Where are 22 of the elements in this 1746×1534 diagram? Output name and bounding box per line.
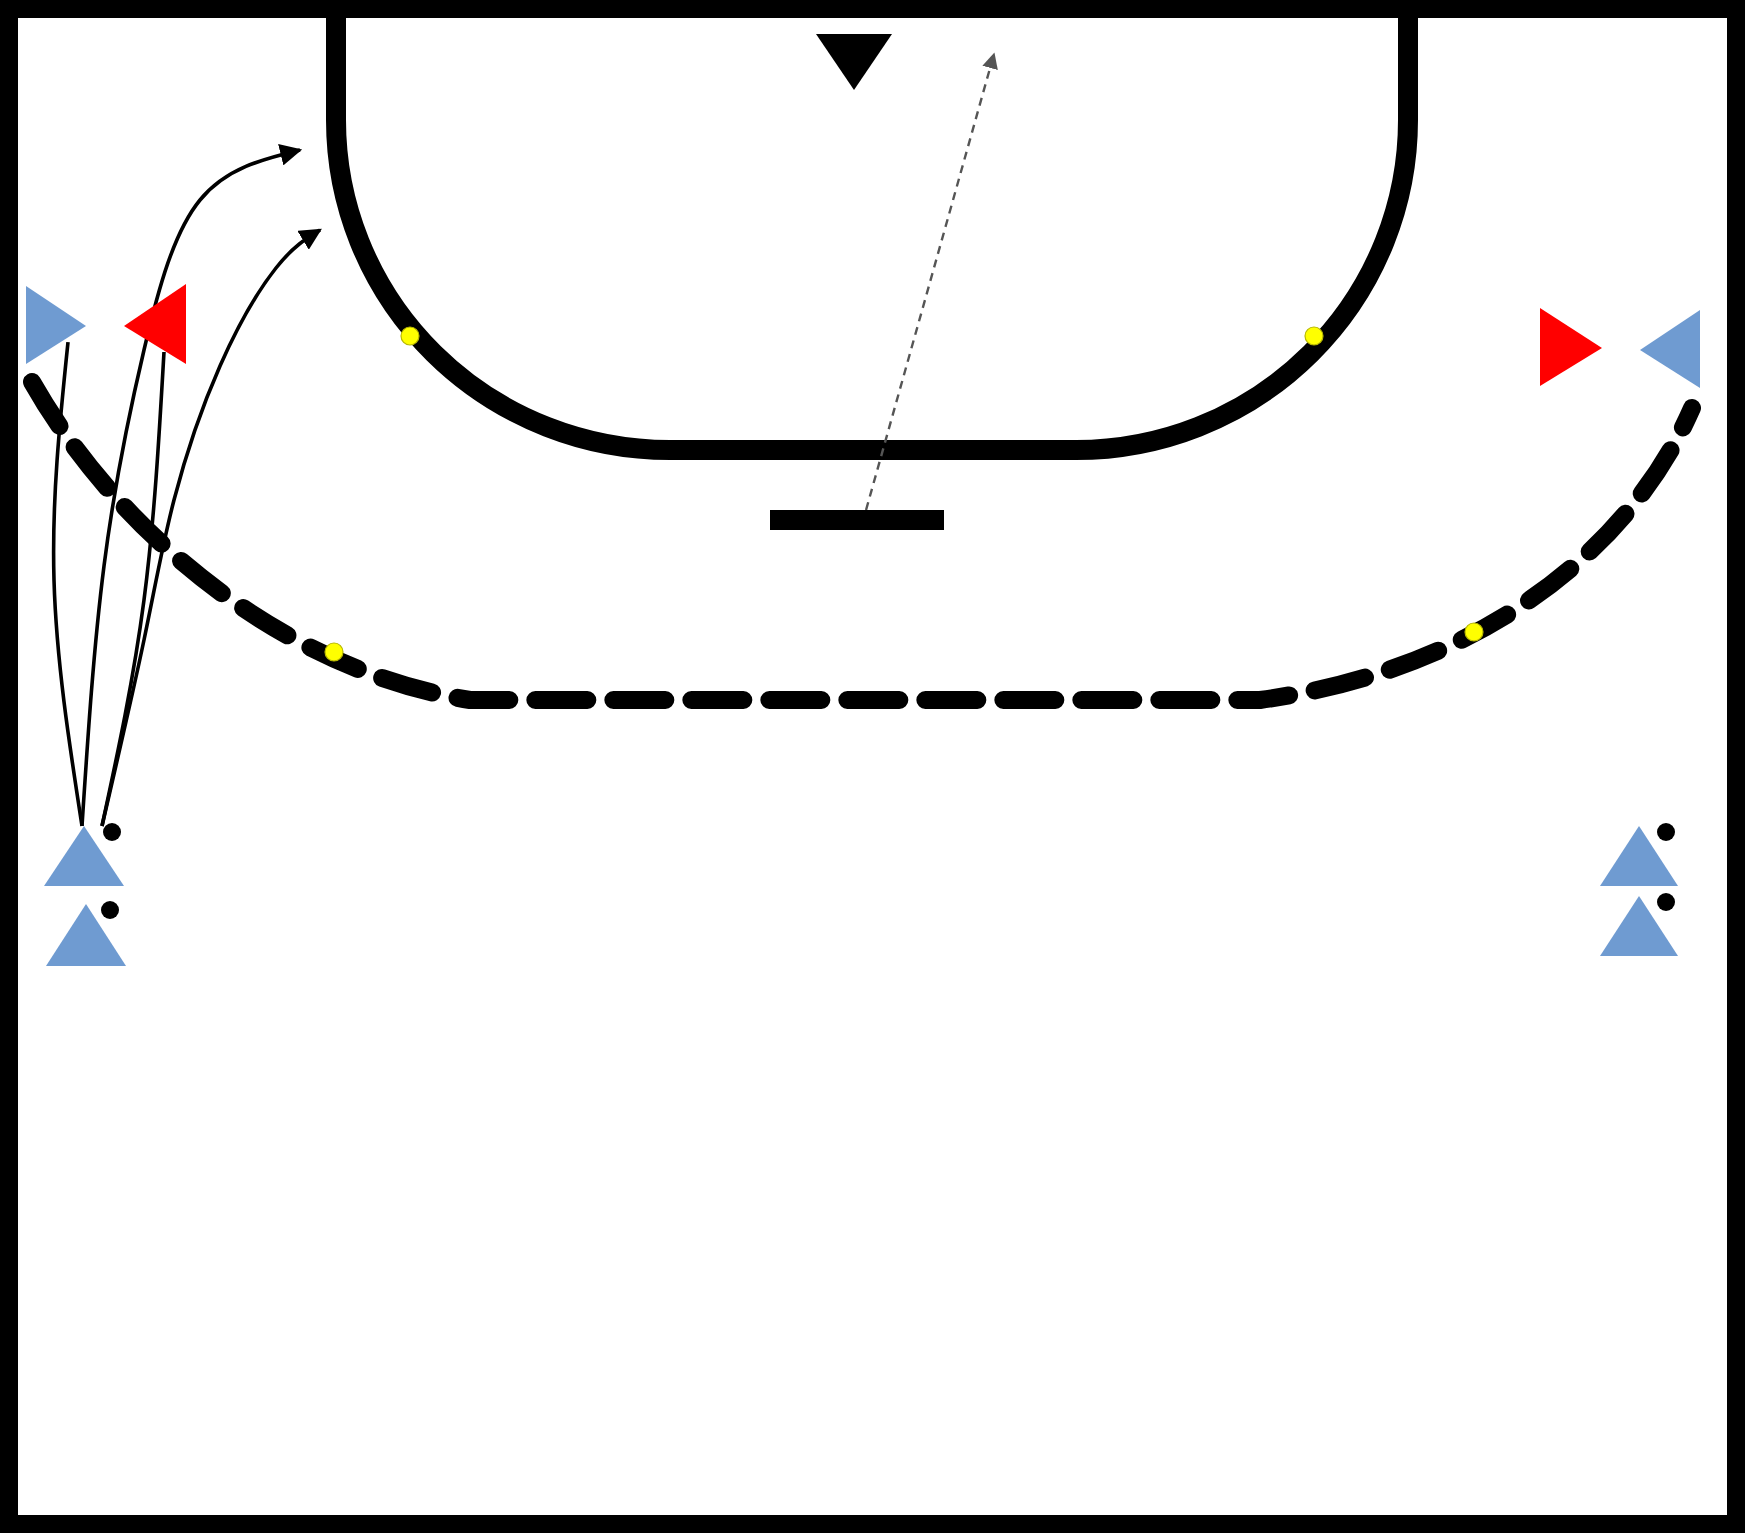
attacker-marker [1600,896,1678,956]
attacker-marker [26,286,86,364]
goalkeeper-marker [816,34,892,90]
ball-marker [102,822,122,842]
bench-bar [770,510,944,530]
attacker-marker [46,904,126,966]
curved-arrow [100,228,322,827]
defender-marker [124,284,186,364]
attacker-marker [1600,826,1678,886]
curved-arrow [80,144,303,827]
attacker-marker [1640,310,1700,388]
curved-line [51,341,84,827]
cone-marker [1304,326,1324,346]
ball-marker [1656,822,1676,842]
cone-marker [400,326,420,346]
defender-marker [1540,308,1602,386]
cone-marker [324,642,344,662]
dashed-arrow [864,52,998,511]
ball-marker [1656,892,1676,912]
ball-marker [100,900,120,920]
attacker-marker [44,826,124,886]
cone-marker [1464,622,1484,642]
